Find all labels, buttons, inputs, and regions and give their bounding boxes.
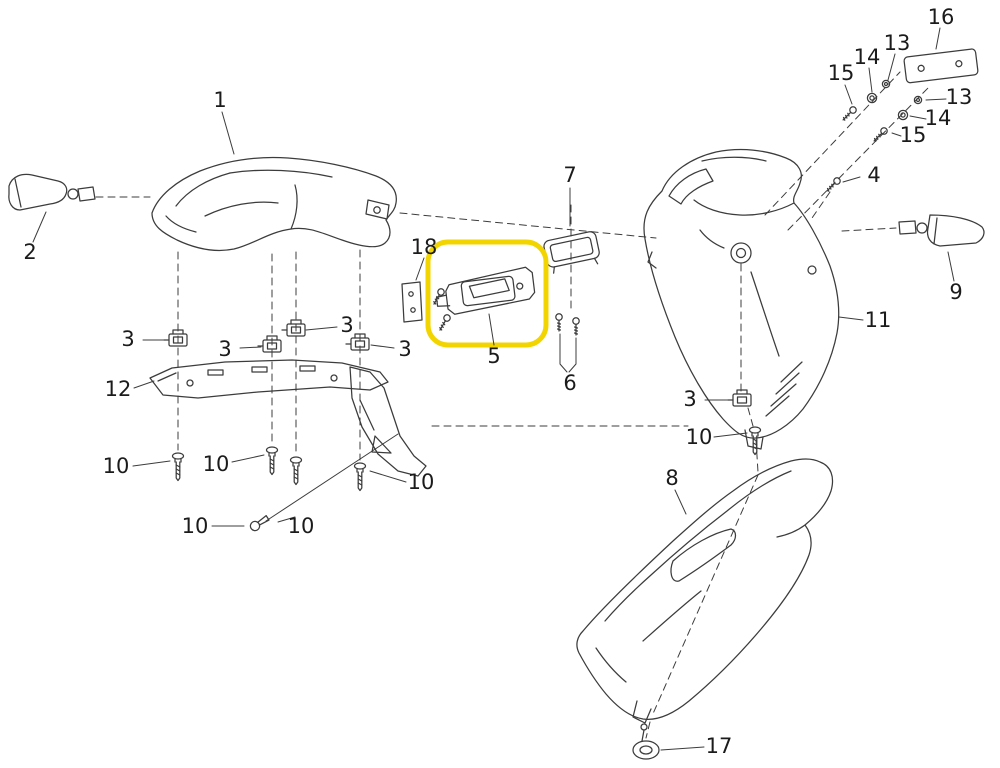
callout-part-3: 3 <box>121 327 135 351</box>
callout-part-5: 5 <box>487 344 501 368</box>
callout-part-10: 10 <box>202 452 230 476</box>
callout-part-17: 17 <box>705 734 733 758</box>
part-3-clip <box>163 329 188 347</box>
part-3-clip <box>727 389 752 407</box>
callout-part-4: 4 <box>867 163 881 187</box>
callout-part-1: 1 <box>213 88 227 112</box>
callout-part-3: 3 <box>683 387 697 411</box>
part-11-tail-fairing <box>643 148 840 450</box>
part-15-screw <box>840 104 859 123</box>
callout-part-10: 10 <box>102 454 130 478</box>
part-12-bracket <box>149 359 427 477</box>
callout-part-8: 8 <box>665 466 679 490</box>
callout-part-18: 18 <box>410 235 438 259</box>
part-17-grommet <box>632 723 660 760</box>
callout-part-11: 11 <box>864 308 892 332</box>
callout-part-3: 3 <box>340 313 354 337</box>
callout-part-3: 3 <box>398 337 412 361</box>
part-5-seat-lock <box>435 266 536 315</box>
part-9-right-turn-signal <box>898 214 985 247</box>
part-10-screw <box>265 446 279 476</box>
part-4-screw <box>824 175 843 194</box>
callout-part-10: 10 <box>287 514 315 538</box>
callout-part-10: 10 <box>181 514 209 538</box>
callout-part-12: 12 <box>104 377 132 401</box>
part-10-ball-screw <box>249 515 270 532</box>
part-7-reflector <box>543 231 600 274</box>
callout-part-3: 3 <box>218 337 232 361</box>
callout-part-13: 13 <box>945 85 973 109</box>
part-8-rear-fender <box>576 458 834 724</box>
callout-part-9: 9 <box>949 280 963 304</box>
part-6-screws <box>555 313 580 336</box>
part-3-clip <box>257 335 282 353</box>
callout-part-16: 16 <box>927 5 955 29</box>
callout-part-6: 6 <box>563 371 577 395</box>
callout-part-2: 2 <box>23 240 37 264</box>
callout-part-14: 14 <box>924 106 952 130</box>
part-10-screw <box>171 452 185 482</box>
callout-leader-lines <box>32 27 955 751</box>
callout-part-15: 15 <box>899 123 927 147</box>
assembly-dashed-lines <box>95 71 929 739</box>
callout-part-15: 15 <box>827 61 855 85</box>
part-10-screw <box>353 462 367 492</box>
part-10-screw <box>289 456 303 486</box>
part-14-washer <box>897 109 909 121</box>
callout-part-7: 7 <box>563 163 577 187</box>
callout-part-10: 10 <box>407 470 435 494</box>
part-16-plate <box>903 48 979 84</box>
part-10-screw <box>748 426 762 456</box>
callout-part-10: 10 <box>685 425 713 449</box>
part-3-clip <box>281 319 306 337</box>
highlight-box <box>425 239 549 348</box>
part-15-screw <box>871 125 890 144</box>
part-2-left-turn-signal <box>8 173 96 211</box>
callout-part-13: 13 <box>883 31 911 55</box>
part-18-lock-bracket <box>401 281 452 333</box>
part-1-tail-cover <box>151 156 397 252</box>
callout-part-14: 14 <box>853 45 881 69</box>
